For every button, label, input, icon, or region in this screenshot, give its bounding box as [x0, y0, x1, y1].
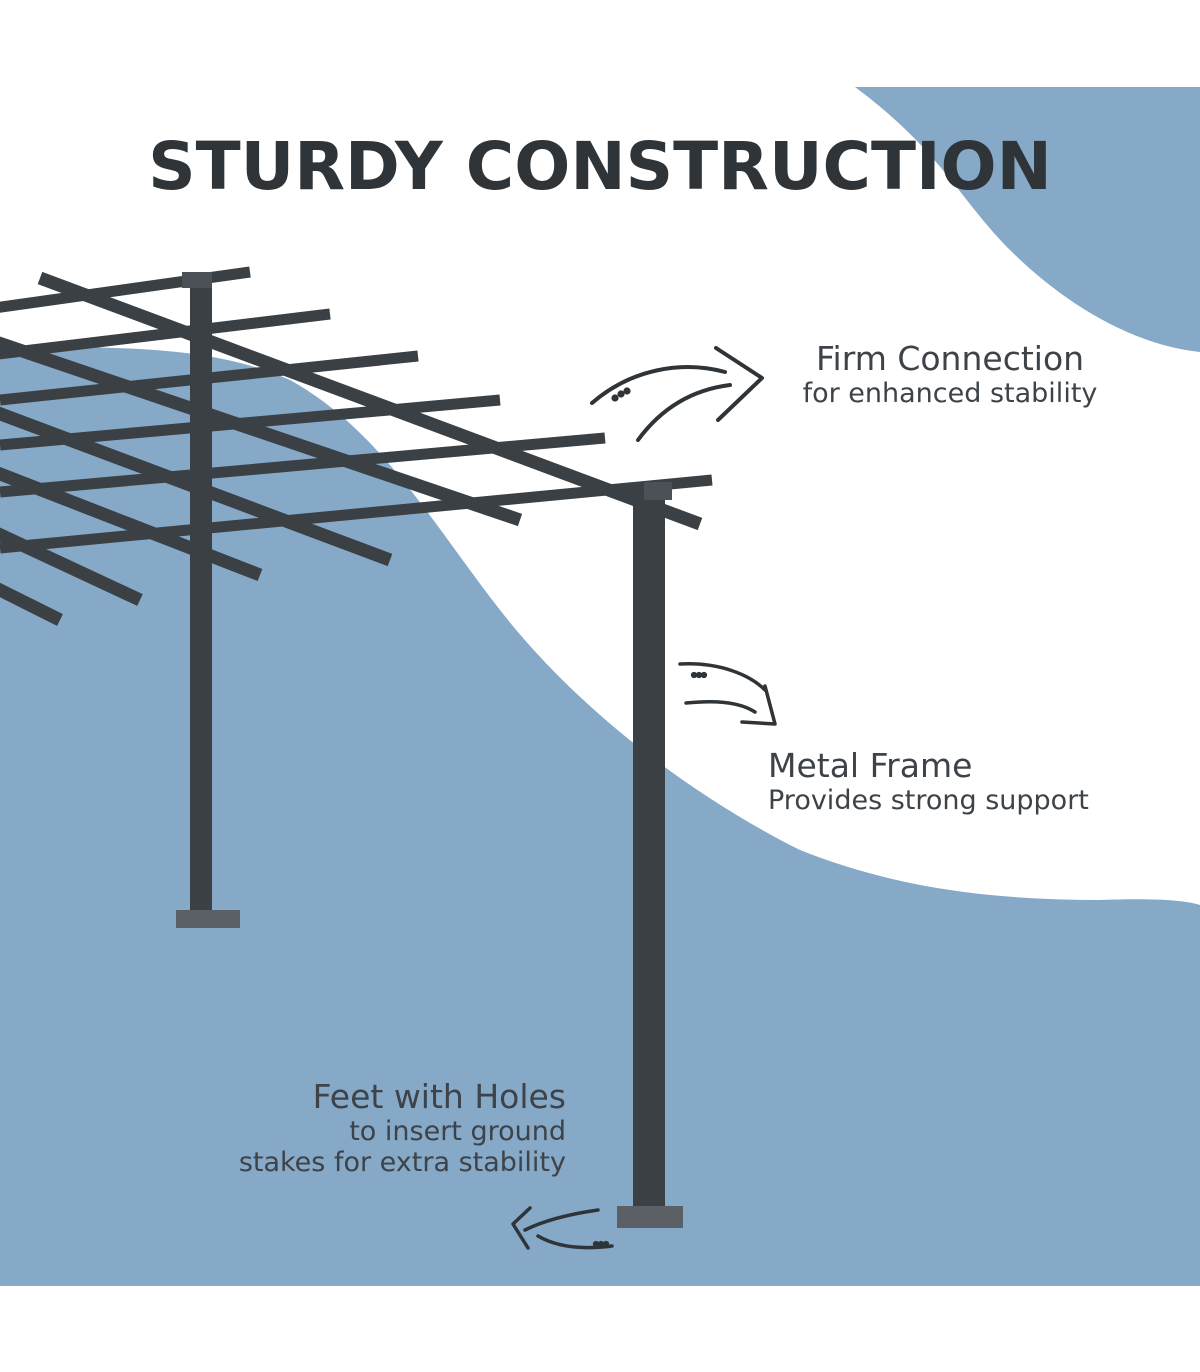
curved-arrow-icon [590, 346, 764, 442]
pergola-product-image [0, 266, 713, 1228]
callout-feet-with-holes: Feet with Holes to insert ground stakes … [170, 1077, 566, 1179]
curved-arrow-icon [678, 662, 777, 726]
callout-subtitle: for enhanced stability [802, 378, 1098, 409]
callout-title: Firm Connection [815, 339, 1085, 378]
curved-arrow-icon [511, 1206, 614, 1250]
page-title: STURDY CONSTRUCTION [148, 128, 1052, 205]
callout-subtitle: Provides strong support [768, 785, 1089, 816]
callout-metal-frame: Metal Frame Provides strong support [768, 746, 1188, 817]
callout-title: Metal Frame [768, 746, 973, 785]
callout-firm-connection: Firm Connection for enhanced stability [770, 339, 1130, 410]
blue-shape-main [0, 345, 1200, 1286]
callout-title: Feet with Holes [312, 1077, 566, 1116]
callout-subtitle-line1: to insert ground [349, 1116, 566, 1147]
callout-subtitle-line2: stakes for extra stability [238, 1147, 566, 1178]
blue-shape-top-right [855, 87, 1200, 352]
